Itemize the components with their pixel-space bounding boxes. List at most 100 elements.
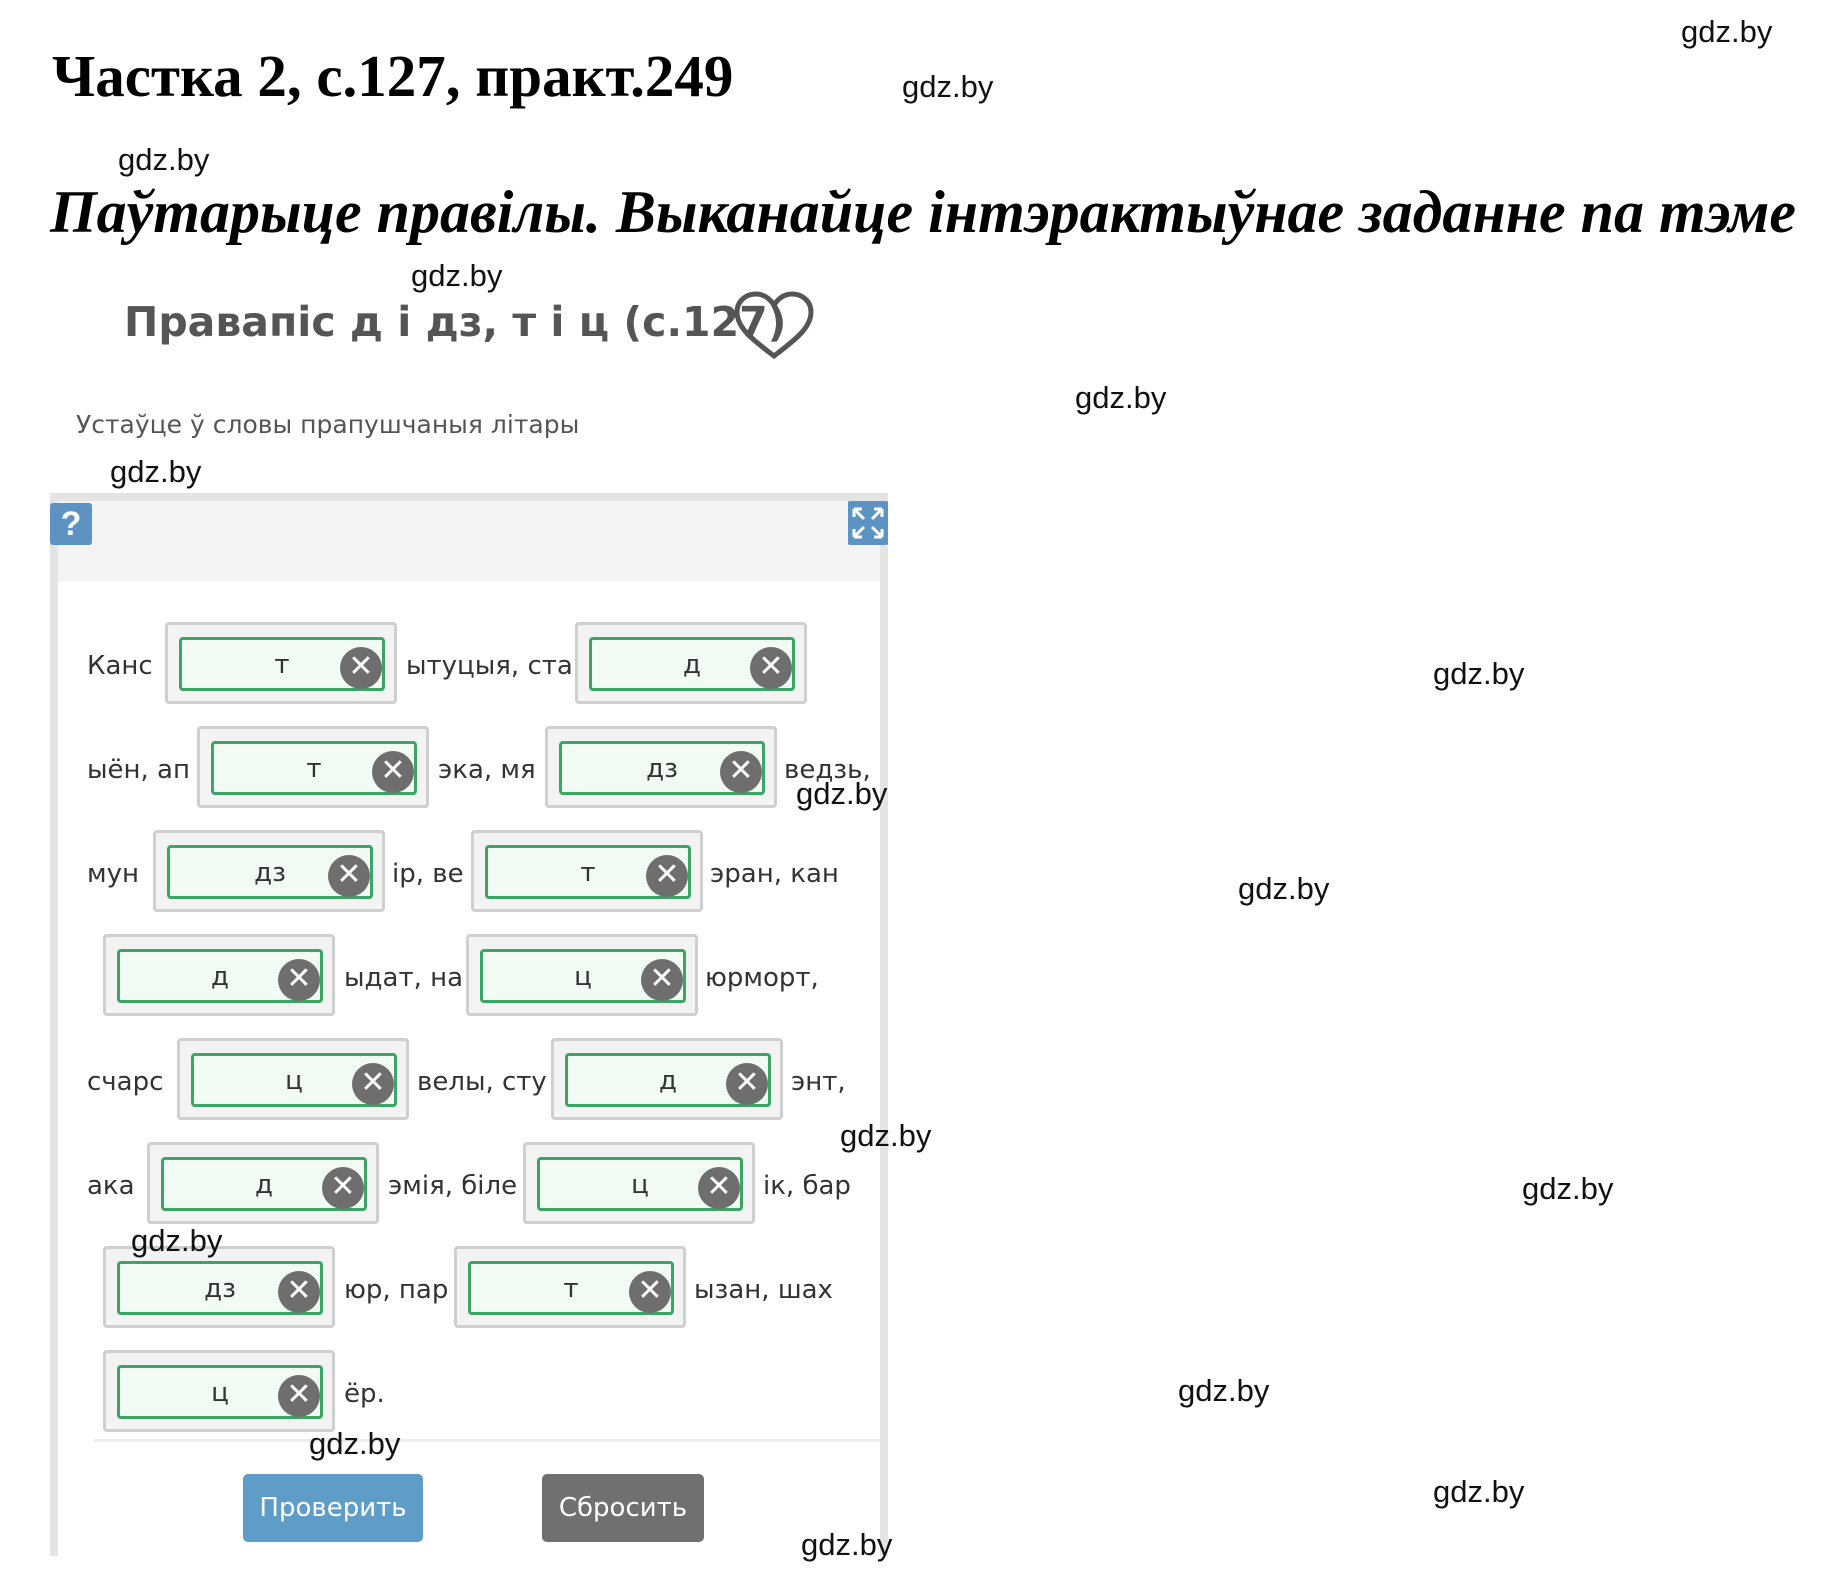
close-icon[interactable]: ✕ — [698, 1167, 740, 1209]
close-icon[interactable]: ✕ — [278, 959, 320, 1001]
word-fragment: ік, бар — [763, 1171, 851, 1201]
drop-slot[interactable]: д✕ — [551, 1038, 783, 1120]
watermark: gdz.by — [902, 69, 994, 104]
word-fragment: энт, — [791, 1067, 846, 1097]
word-fragment: эмія, біле — [388, 1171, 518, 1201]
drop-slot[interactable]: т✕ — [454, 1246, 686, 1328]
drop-slot[interactable]: ц✕ — [466, 934, 698, 1016]
chip-letter: дз — [204, 1274, 236, 1304]
answer-chip[interactable]: д✕ — [565, 1053, 771, 1107]
word-fragment: ведзь, — [784, 755, 871, 785]
word-fragment: ёр. — [344, 1379, 385, 1409]
chip-letter: д — [255, 1170, 273, 1200]
close-icon[interactable]: ✕ — [750, 647, 792, 689]
watermark: gdz.by — [1522, 1171, 1614, 1206]
chip-letter: дз — [646, 754, 678, 784]
word-fragment: эка, мя — [438, 755, 536, 785]
chip-letter: ц — [631, 1170, 649, 1200]
drop-slot[interactable]: т✕ — [165, 622, 397, 704]
answer-chip[interactable]: ц✕ — [191, 1053, 397, 1107]
drop-slot[interactable]: т✕ — [197, 726, 429, 808]
chip-letter: дз — [254, 858, 286, 888]
watermark: gdz.by — [840, 1118, 932, 1153]
heart-icon[interactable] — [733, 290, 815, 362]
drop-slot[interactable]: ц✕ — [177, 1038, 409, 1120]
drop-slot[interactable]: д✕ — [103, 934, 335, 1016]
close-icon[interactable]: ✕ — [278, 1271, 320, 1313]
close-icon[interactable]: ✕ — [340, 647, 382, 689]
chip-letter: т — [580, 858, 596, 888]
exercise-title: Правапіс д і дз, т і ц (с.127) — [124, 298, 787, 346]
drop-slot[interactable]: д✕ — [147, 1142, 379, 1224]
chip-letter: ц — [285, 1066, 303, 1096]
close-icon[interactable]: ✕ — [278, 1375, 320, 1417]
word-fragment: ака — [87, 1171, 135, 1201]
close-icon[interactable]: ✕ — [641, 959, 683, 1001]
chip-letter: д — [659, 1066, 677, 1096]
answer-chip[interactable]: дз ✕ — [167, 845, 373, 899]
answer-chip[interactable]: ц✕ — [480, 949, 686, 1003]
watermark: gdz.by — [118, 142, 210, 177]
page-title: Частка 2, с.127, практ.249 — [52, 43, 734, 109]
answer-chip[interactable]: т✕ — [211, 741, 417, 795]
fullscreen-button[interactable] — [848, 501, 888, 545]
divider — [94, 1439, 880, 1442]
close-icon[interactable]: ✕ — [322, 1167, 364, 1209]
answer-chip[interactable]: ц✕ — [117, 1365, 323, 1419]
chip-letter: т — [306, 754, 322, 784]
watermark: gdz.by — [1238, 871, 1330, 906]
word-fragment: ыдат, на — [344, 963, 464, 993]
expand-arrows-icon — [852, 507, 884, 539]
answer-chip[interactable]: т✕ — [179, 637, 385, 691]
answer-chip[interactable]: д✕ — [161, 1157, 367, 1211]
drop-slot[interactable]: ц✕ — [103, 1350, 335, 1432]
chip-letter: т — [563, 1274, 579, 1304]
close-icon[interactable]: ✕ — [629, 1271, 671, 1313]
task-title: Паўтарыце правілы. Выканайце інтэрактыўн… — [50, 179, 1796, 245]
close-icon[interactable]: ✕ — [372, 751, 414, 793]
close-icon[interactable]: ✕ — [720, 751, 762, 793]
watermark: gdz.by — [801, 1527, 893, 1562]
help-button[interactable]: ? — [50, 503, 92, 545]
exercise-widget: ? Канс т✕ ытуцыя, ста д✕ ыён, ап т✕ эка,… — [50, 493, 888, 1556]
widget-header — [58, 501, 880, 581]
watermark: gdz.by — [1681, 14, 1773, 49]
close-icon[interactable]: ✕ — [726, 1063, 768, 1105]
watermark: gdz.by — [411, 258, 503, 293]
watermark: gdz.by — [1433, 1474, 1525, 1509]
answer-chip[interactable]: дз ✕ — [117, 1261, 323, 1315]
drop-slot[interactable]: дз ✕ — [153, 830, 385, 912]
close-icon[interactable]: ✕ — [352, 1063, 394, 1105]
word-fragment: счарс — [87, 1067, 164, 1097]
word-fragment: велы, сту — [417, 1067, 547, 1097]
chip-letter: д — [683, 650, 701, 680]
answer-chip[interactable]: ц✕ — [537, 1157, 743, 1211]
answer-chip[interactable]: д✕ — [589, 637, 795, 691]
chip-letter: ц — [574, 962, 592, 992]
word-fragment: мун — [87, 859, 139, 889]
drop-slot[interactable]: дз ✕ — [103, 1246, 335, 1328]
word-fragment: Канс — [87, 651, 153, 681]
answer-chip[interactable]: т✕ — [468, 1261, 674, 1315]
watermark: gdz.by — [110, 454, 202, 489]
drop-slot[interactable]: т✕ — [471, 830, 703, 912]
word-fragment: ызан, шах — [694, 1275, 833, 1305]
exercise-instruction: Устаўце ў словы прапушчаныя літары — [76, 410, 580, 439]
answer-chip[interactable]: д✕ — [117, 949, 323, 1003]
chip-letter: д — [211, 962, 229, 992]
drop-slot[interactable]: ц✕ — [523, 1142, 755, 1224]
watermark: gdz.by — [1178, 1373, 1270, 1408]
answer-chip[interactable]: дз ✕ — [559, 741, 765, 795]
drop-slot[interactable]: д✕ — [575, 622, 807, 704]
word-fragment: ытуцыя, ста — [406, 651, 573, 681]
watermark: gdz.by — [131, 1223, 223, 1258]
check-button[interactable]: Проверить — [243, 1474, 423, 1542]
word-fragment: юрморт, — [705, 963, 819, 993]
chip-letter: ц — [211, 1378, 229, 1408]
drop-slot[interactable]: дз ✕ — [545, 726, 777, 808]
close-icon[interactable]: ✕ — [646, 855, 688, 897]
answer-chip[interactable]: т✕ — [485, 845, 691, 899]
close-icon[interactable]: ✕ — [328, 855, 370, 897]
word-fragment: ір, ве — [392, 859, 464, 889]
reset-button[interactable]: Сбросить — [542, 1474, 704, 1542]
